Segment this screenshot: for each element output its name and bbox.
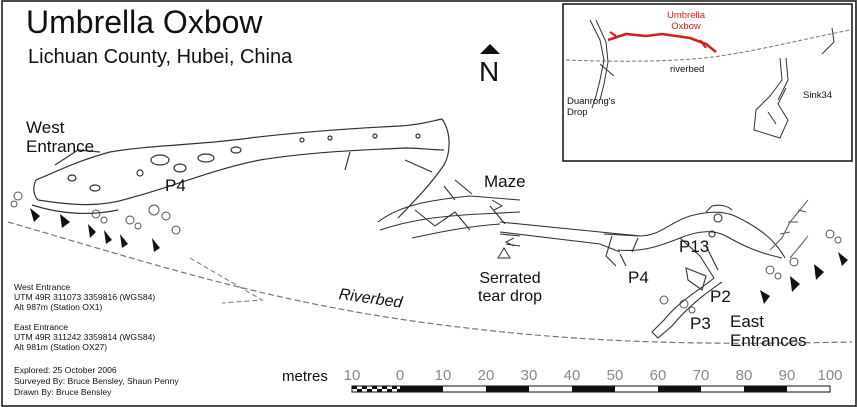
- inset-duanrong-label: Duanrong's Drop: [567, 96, 615, 118]
- east-entrances-label-line2: Entrances: [730, 331, 807, 350]
- info-east-title: East Entrance: [14, 322, 68, 332]
- scale-tick-6: 50: [606, 367, 624, 384]
- scale-bar: [351, 385, 831, 393]
- p2-label: P2: [710, 287, 731, 306]
- riverbed-branch: [189, 257, 264, 304]
- p4-west-label: P4: [165, 176, 186, 195]
- scale-tick-1: 0: [395, 367, 405, 384]
- maze-label: Maze: [484, 172, 526, 191]
- serrated-tear-drop-label: Serrated tear drop: [478, 270, 542, 306]
- west-passage: [31, 118, 450, 219]
- scale-tick-4: 30: [520, 367, 538, 384]
- east-entrances-label-line1: East: [730, 312, 765, 331]
- outcrop-lines: [769, 199, 809, 259]
- p4-east-label: P4: [628, 268, 649, 287]
- scale-title: metres: [282, 368, 328, 385]
- info-east-alt: Alt 981m (Station OX27): [14, 342, 108, 352]
- inset-sink-label: Sink34: [803, 90, 833, 101]
- serrated-label-line1: Serrated: [479, 270, 541, 287]
- west-entrance-label-line2: Entrance: [26, 137, 95, 156]
- serrated-teardrop-icon: [491, 199, 515, 259]
- inset-map: [565, 19, 851, 139]
- info-west-alt: Alt 987m (Station OX1): [14, 302, 103, 312]
- scale-tick-0: 10: [343, 367, 361, 384]
- north-arrow-icon: [480, 44, 500, 54]
- info-west-utm: UTM 49R 311073 3359816 (WGS84): [14, 292, 156, 302]
- scale-tick-2: 10: [434, 367, 452, 384]
- info-west-title: West Entrance: [14, 282, 71, 292]
- maze-passages: [377, 179, 641, 253]
- west-entrance-label: West Entrance: [26, 118, 94, 156]
- serrated-label-line2: tear drop: [478, 288, 543, 305]
- scale-tick-9: 80: [735, 367, 753, 384]
- scale-tick-3: 20: [477, 367, 495, 384]
- info-drawn: Drawn By: Bruce Bensley: [14, 387, 112, 397]
- map-title: Umbrella Oxbow: [26, 4, 263, 40]
- inset-umbrella-label: Umbrella Oxbow: [667, 10, 705, 32]
- riverbed-line: [7, 221, 853, 344]
- scale-tick-11: 100: [817, 367, 843, 384]
- west-entrance-markers: [30, 208, 160, 252]
- scale-tick-8: 70: [692, 367, 710, 384]
- east-passages: [603, 204, 786, 339]
- north-label: N: [479, 56, 500, 87]
- p13-label: P13: [679, 237, 710, 256]
- info-explored: Explored: 25 October 2006: [14, 365, 117, 375]
- inset-umbrella-line1: Umbrella: [667, 10, 706, 21]
- west-entrance-label-line1: West: [26, 118, 65, 137]
- map-subtitle: Lichuan County, Hubei, China: [28, 46, 293, 68]
- scale-tick-10: 90: [778, 367, 796, 384]
- inset-duanrong-line2: Drop: [567, 107, 588, 118]
- info-east-utm: UTM 49R 311242 3359814 (WGS84): [14, 332, 156, 342]
- boulder-symbols: [10, 191, 842, 314]
- inset-frame: [562, 3, 853, 162]
- scale-tick-7: 60: [649, 367, 667, 384]
- inset-umbrella-line2: Oxbow: [671, 21, 701, 32]
- inset-duanrong-line1: Duanrong's: [567, 96, 616, 107]
- east-entrances-label: East Entrances: [730, 312, 807, 350]
- inset-riverbed-label: riverbed: [670, 64, 705, 75]
- info-surveyed: Surveyed By: Bruce Bensley, Shaun Penny: [14, 376, 179, 386]
- scale-tick-5: 40: [563, 367, 581, 384]
- east-entrance-markers: [760, 252, 848, 304]
- p3-label: P3: [690, 314, 711, 333]
